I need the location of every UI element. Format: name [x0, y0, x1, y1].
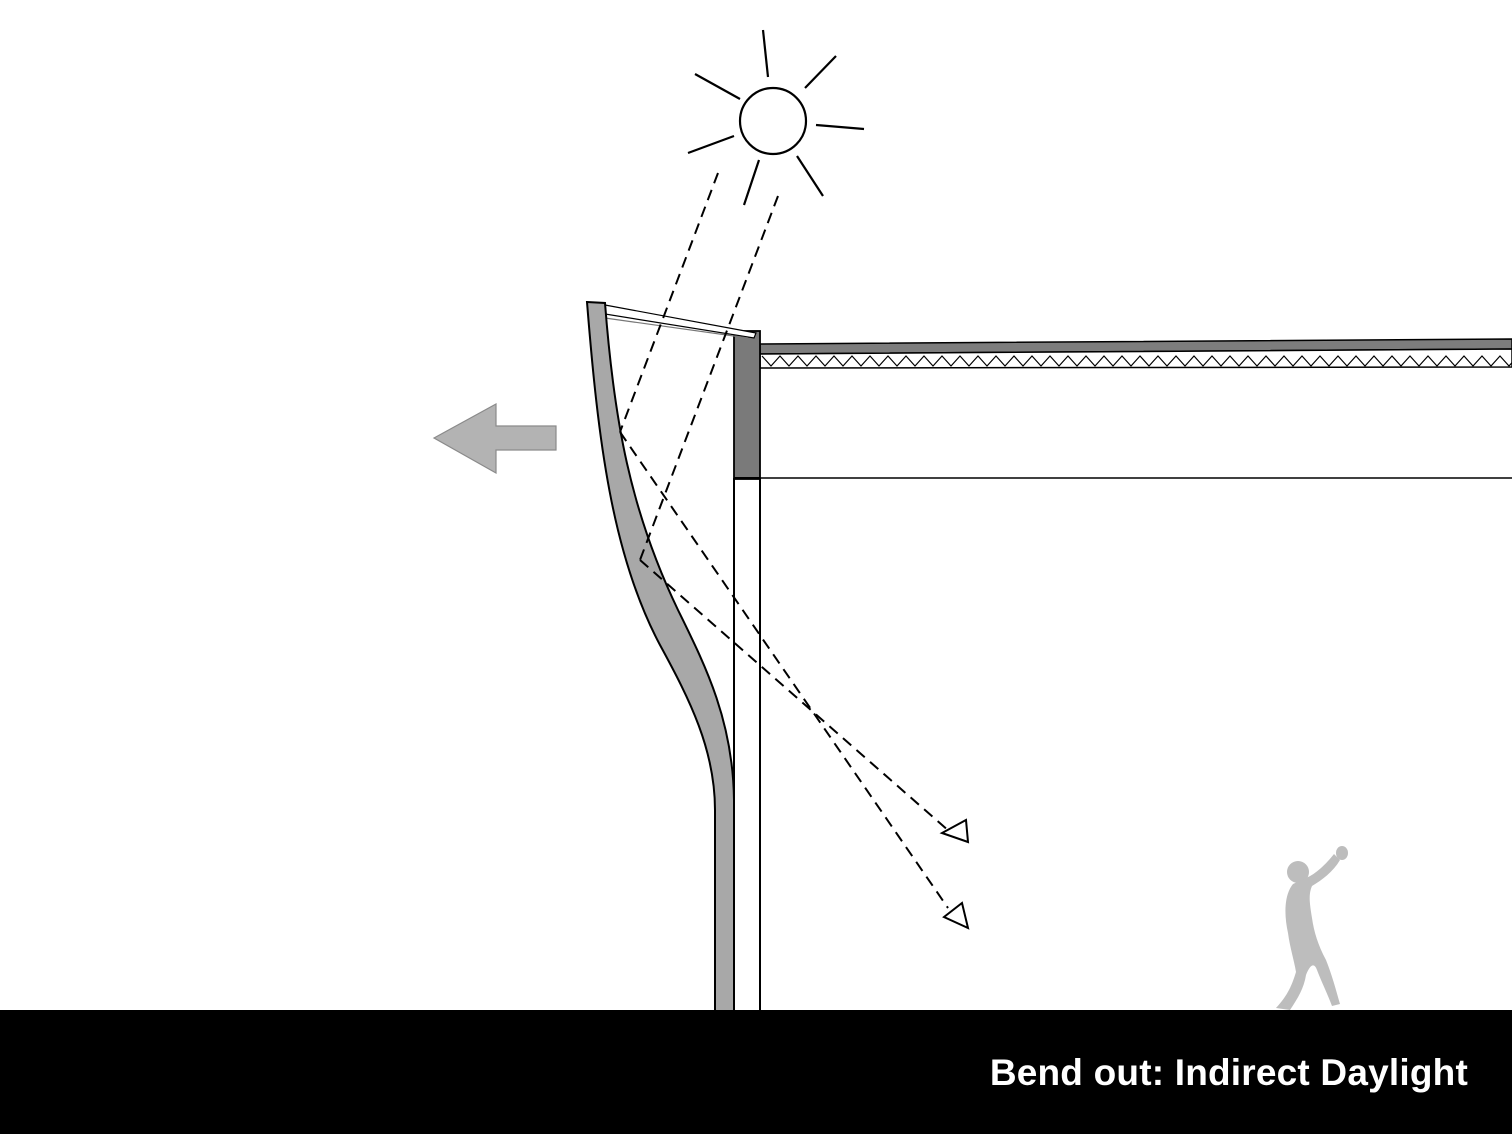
sun-icon [687, 29, 865, 206]
roof-edge [733, 330, 761, 480]
arrowhead-icon [939, 818, 970, 930]
arrow-left-icon [432, 402, 557, 475]
sun-rays [619, 172, 951, 909]
diagram-caption: Bend out: Indirect Daylight [989, 1052, 1468, 1093]
person-silhouette-icon [1276, 846, 1348, 1010]
ground-bar [0, 1010, 1512, 1134]
